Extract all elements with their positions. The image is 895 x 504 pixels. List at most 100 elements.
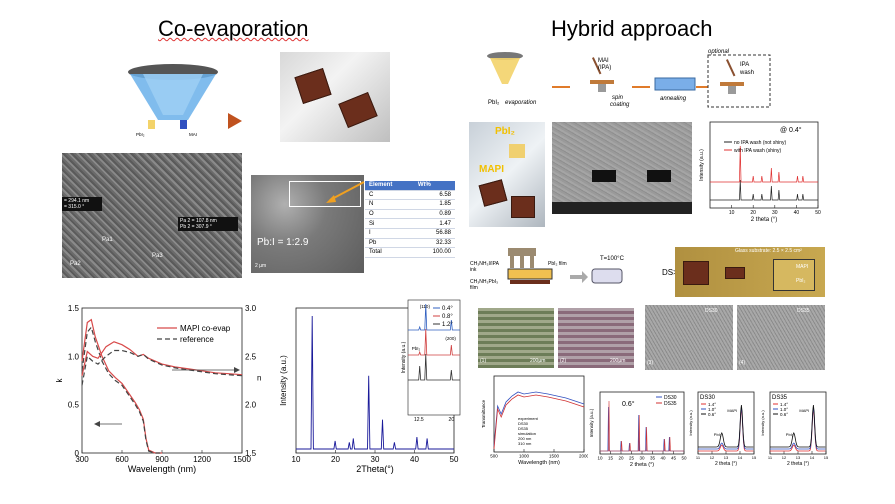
element-cell: Total: [365, 247, 414, 258]
step-ipa: (IPA): [598, 65, 611, 71]
inset-y-label: Intensity (a.u.): [401, 341, 407, 373]
edx-scale-bar: 2 µm: [255, 263, 267, 269]
x-tick-label: 40: [660, 456, 666, 461]
wt-cell: 1.85: [413, 199, 455, 210]
trans-legend-3: simulation: [518, 431, 536, 436]
hybrid-process-schematic: PbI₂ evaporation MAI (IPA) spin coating …: [487, 49, 771, 108]
inset-legend-label-0: 0.4°: [442, 306, 453, 312]
ds-substrate-photo: Glass substrate: 2.5 × 2.5 cm² MAPI PbI₂: [675, 247, 825, 297]
zoom-series-0: [698, 408, 754, 452]
x-tick-label: 13: [724, 455, 729, 460]
inset-legend-label-1: 0.8°: [442, 314, 453, 320]
sem-image-hybrid: [552, 122, 692, 214]
x-tick-label: 35: [650, 456, 656, 461]
ds-film-2: [725, 267, 745, 279]
zoom-annotation-pbi2: PbI₂: [786, 432, 794, 437]
trans-series-1: [493, 394, 585, 450]
zoom-annotation-mapi: MAPI: [799, 408, 809, 413]
ipa-legend-label-0: no IPA wash (not shiny): [734, 140, 786, 146]
plot-frame: [697, 391, 755, 455]
plot-frame: [493, 375, 585, 453]
edx-pointer-arrow-icon: [326, 181, 365, 203]
y-axis-label: Transmittance: [481, 399, 486, 428]
x-tick-label: 2000: [579, 454, 588, 459]
ds-annotation: 0.6°: [622, 400, 635, 408]
y-axis-label: k: [55, 378, 64, 383]
wt-cell: 56.88: [413, 228, 455, 239]
zoom-series-1: [770, 406, 826, 450]
x-tick-label: 20: [618, 456, 624, 461]
zoom-legend-label-0: 1.4°: [708, 402, 716, 407]
temperature-label: T=100°C: [600, 256, 625, 262]
photo-label-mapi: MAPI: [479, 164, 504, 175]
x-tick-label: 15: [824, 455, 829, 460]
inset-annotation-pbi2: PbI₂: [412, 346, 421, 351]
x-tick-label: 40: [410, 455, 419, 464]
x-tick-label: 10: [292, 455, 301, 464]
y-axis-label: Intensity (a.u.): [688, 410, 693, 436]
dip-coating-schematic: CH₃NH₃I/IPA ink PbI₂ film CH₃NH₃PbI₃ fil…: [470, 248, 625, 291]
element-cell: Si: [365, 218, 414, 229]
plot-frame: [769, 391, 827, 455]
series-line-1: [81, 326, 162, 454]
table-header-wt: Wt%: [413, 181, 455, 191]
y-tick-label: 0.5: [68, 401, 80, 410]
x-tick-label: 30: [371, 455, 380, 464]
ds-film-3: MAPI PbI₂: [773, 259, 815, 291]
x-tick-label: 10: [729, 210, 735, 216]
pbi2-source: [148, 120, 155, 129]
y-tick-label: 0: [75, 449, 80, 458]
pbi2-film-sample: [509, 144, 525, 158]
x-axis-label: 2 theta (°): [630, 462, 654, 468]
inset-annotation-110: (110): [420, 304, 431, 309]
table-header-element: Element: [365, 181, 414, 191]
pb-i-ratio: Pb:I = 1:2.9: [257, 237, 309, 248]
inset-series-0: [408, 303, 460, 331]
mapi-film-label: CH₃NH₃PbI₃: [470, 279, 498, 285]
plot-frame: [709, 121, 819, 209]
x-tick-label: 40: [794, 210, 800, 216]
inset-frame: [407, 299, 461, 416]
point-label-3: Pa3: [152, 253, 163, 259]
y2-tick-label: 3.0: [245, 304, 257, 313]
trans-legend-0: experiment: [518, 416, 539, 421]
x-tick-label: 15: [752, 455, 757, 460]
x-tick-label: 13: [796, 455, 801, 460]
step-evaporation: evaporation: [505, 100, 537, 106]
trans-legend-2: DS35: [518, 426, 529, 431]
k-axis-arrow-head-icon: [94, 421, 100, 427]
element-cell: C: [365, 190, 414, 201]
x-tick-label: 900: [155, 455, 169, 464]
step-spin: spin: [612, 95, 624, 101]
x-tick-label: 12: [710, 455, 715, 460]
x-axis-label: 2 theta (°): [787, 461, 809, 467]
legend-label-ref: reference: [180, 335, 214, 344]
vapor-cone-inner: [143, 74, 203, 115]
zoom-legend-label-2: 0.6°: [708, 412, 716, 417]
step-coating: coating: [610, 102, 630, 108]
evaporation-schematic: PbI₂ MAI: [128, 64, 218, 137]
x-tick-label: 600: [115, 455, 129, 464]
x-tick-label: 300: [75, 455, 89, 464]
ipa-series-1: [710, 145, 818, 183]
mapi-film-sample: [478, 179, 508, 207]
zoom-series-2: [698, 404, 754, 448]
sem-measure-2: [647, 170, 671, 182]
x-tick-label: 1500: [549, 454, 560, 459]
y2-axis-label: n: [257, 374, 261, 383]
process-arrow-icon: [228, 113, 242, 129]
x-tick-label: 14: [738, 455, 743, 460]
zoom-legend-label-0: 1.4°: [780, 402, 788, 407]
y-axis-label: Intensity (a.u.): [279, 355, 288, 406]
x-tick-label: 1000: [519, 454, 530, 459]
sem-ds35: (4) DS35: [737, 305, 825, 370]
x-axis-label: 2Theta(°): [356, 464, 394, 474]
micrograph-2: (2) 200µm: [558, 308, 634, 368]
